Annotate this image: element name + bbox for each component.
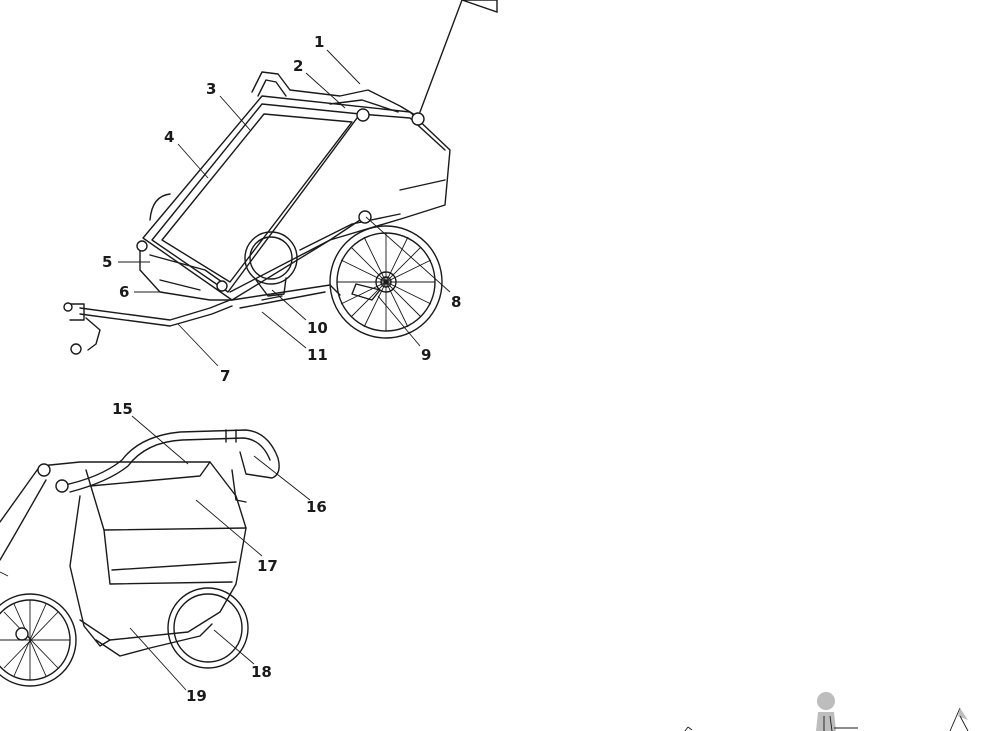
- callouts-top-view: 1 2 3 4 5 6 7 8 9 10 11: [102, 33, 461, 385]
- leader-lines-top: [118, 49, 451, 367]
- arrow-icon: [684, 726, 693, 731]
- callout-1: 1: [314, 33, 324, 51]
- callout-6: 6: [119, 283, 129, 301]
- callout-8: 8: [451, 293, 461, 311]
- trailer-front-view: [63, 0, 498, 355]
- person-seated-icon: [816, 692, 858, 731]
- callout-16: 16: [306, 498, 327, 516]
- callout-2: 2: [293, 57, 303, 75]
- trailer-rear-view: [0, 429, 280, 687]
- callout-11: 11: [307, 346, 328, 364]
- leader-lines-rear: [0, 415, 311, 691]
- callout-4: 4: [164, 128, 174, 146]
- callout-19: 19: [186, 687, 207, 705]
- callout-5: 5: [102, 253, 112, 271]
- callout-15: 15: [112, 400, 133, 418]
- callout-7: 7: [220, 367, 230, 385]
- callout-17: 17: [257, 557, 278, 575]
- callout-9: 9: [421, 346, 431, 364]
- callout-18: 18: [251, 663, 272, 681]
- flag-icon: [949, 707, 969, 731]
- callout-3: 3: [206, 80, 216, 98]
- callout-10: 10: [307, 319, 328, 337]
- callouts-rear-view: 15 16 17 18 19: [112, 400, 327, 705]
